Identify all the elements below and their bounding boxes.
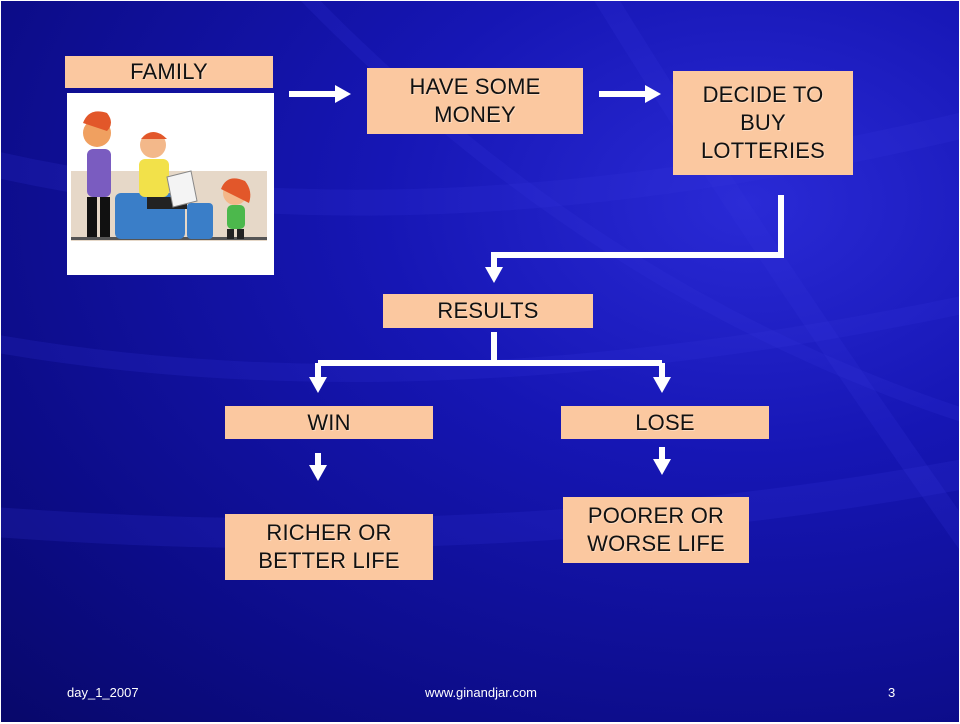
arrowhead-lose-to-poorer (653, 459, 671, 475)
arrowhead-decide-to-results (485, 267, 503, 283)
family-cartoon-icon (71, 111, 267, 241)
decide-to-buy-lotteries-box: DECIDE TO BUY LOTTERIES (673, 71, 853, 175)
arrowhead-to-win (309, 377, 327, 393)
connector-decide-to-results (491, 195, 784, 269)
arrowhead-to-lose (653, 377, 671, 393)
lose-box: LOSE (561, 406, 769, 439)
footer-page-number: 3 (888, 685, 896, 700)
poorer-or-worse-life-box: POORER OR WORSE LIFE (563, 497, 749, 563)
family-box: FAMILY (65, 56, 273, 88)
family-picture (67, 93, 274, 275)
arrowhead-win-to-richer (309, 465, 327, 481)
footer-date: day_1_2007 (67, 685, 139, 700)
arrowhead-family-to-money (335, 85, 351, 103)
arrowhead-money-to-decide (645, 85, 661, 103)
richer-or-better-life-box: RICHER OR BETTER LIFE (225, 514, 433, 580)
footer-website: www.ginandjar.com (425, 685, 537, 700)
win-box: WIN (225, 406, 433, 439)
results-box: RESULTS (383, 294, 593, 328)
have-some-money-box: HAVE SOME MONEY (367, 68, 583, 134)
